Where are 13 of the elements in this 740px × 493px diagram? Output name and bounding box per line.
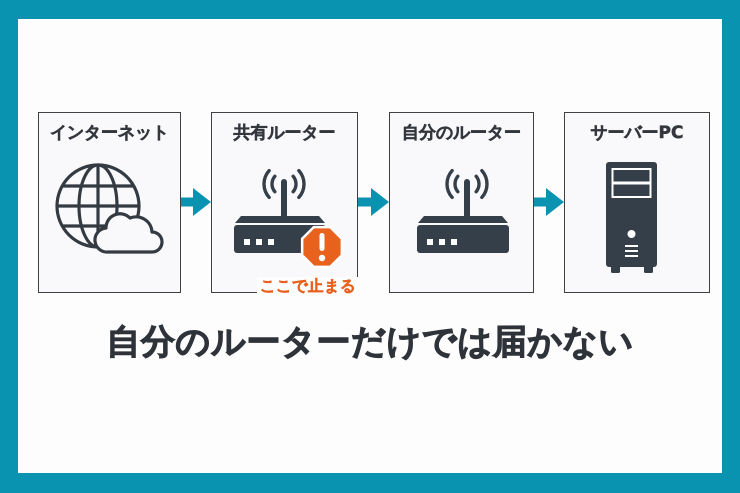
box-title: インターネット — [50, 123, 169, 144]
box-title: 共有ルーター — [234, 123, 336, 144]
process-box — [564, 112, 710, 293]
arrow — [358, 188, 389, 216]
box-title: 自分のルーター — [402, 123, 521, 144]
process-box — [211, 112, 358, 293]
box-title: サーバーPC — [590, 123, 684, 144]
warning-label: ここで止まる — [257, 277, 359, 296]
process-box — [38, 112, 181, 293]
process-box — [389, 112, 534, 293]
arrow — [181, 188, 211, 216]
arrow — [534, 188, 564, 216]
caption-text: 自分のルーターだけでは届かない — [106, 321, 634, 363]
